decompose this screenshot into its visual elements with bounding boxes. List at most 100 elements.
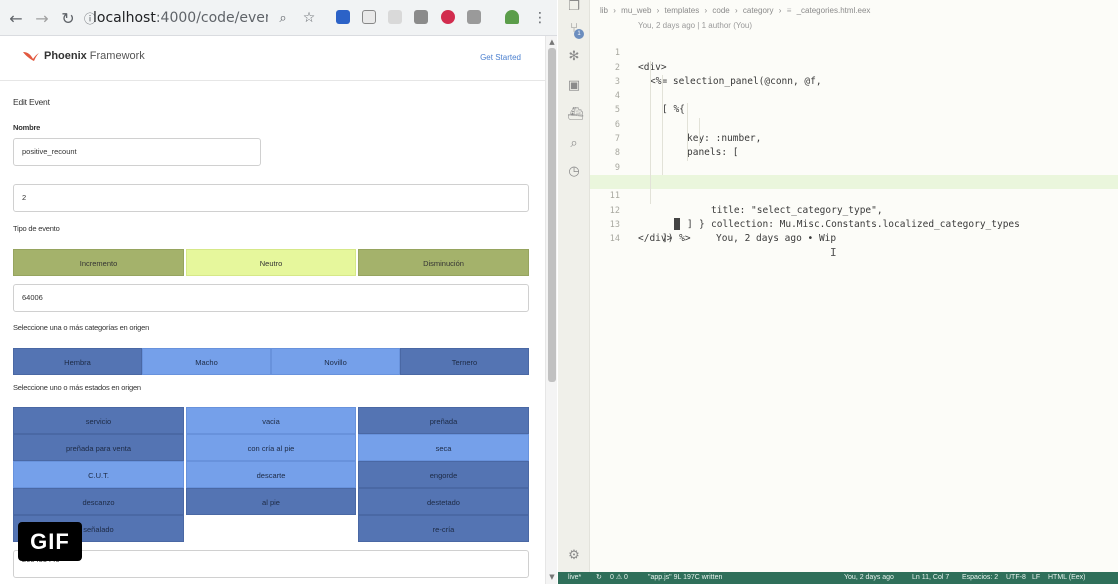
categoria-novillo-button[interactable]: Novillo [271,348,400,375]
estado-recria-button[interactable]: re-cría [358,515,529,542]
cursor-position[interactable]: Ln 11, Col 7 [912,574,950,581]
bookmark-star-icon[interactable]: ☆ [302,10,316,26]
info-icon[interactable]: ⓘ [83,11,96,26]
docker-icon[interactable]: ⛴ [567,107,584,122]
breadcrumb-category[interactable]: category [742,6,774,15]
tipo-neutro-button[interactable]: Neutro [186,249,356,276]
breadcrumb-lib[interactable]: lib [600,6,609,15]
language-mode[interactable]: HTML (Eex) [1048,574,1086,581]
extension-icon-6[interactable] [467,10,481,24]
code-line-current[interactable]: 11 You, 2 days ago • Wip I [590,174,1118,259]
categorias-label: Seleccione una o más categorías en orige… [13,323,150,332]
i-beam-mouse-cursor-icon: I [830,246,837,260]
zoom-icon[interactable]: ⌕ [279,10,287,26]
address-bar[interactable]: localhost:4000/code/even... [93,7,268,29]
extension-icon-4[interactable] [414,10,428,24]
bottom-value-input[interactable]: 268435446 [13,550,529,578]
blame-codelens[interactable]: You, 2 days ago | 1 author (You) [638,21,753,30]
code-input[interactable]: 64006 [13,284,529,312]
estado-al-pie-button[interactable]: al pie [186,488,356,515]
categoria-macho-button[interactable]: Macho [142,348,271,375]
nombre-input[interactable]: positive_recount [13,138,261,166]
indent-guide [699,117,700,133]
indent-guide [687,132,688,147]
back-icon[interactable]: ← [9,8,23,28]
sync-icon[interactable]: ↻ [596,574,602,581]
gif-badge: GIF [18,522,82,561]
estado-vacia-button[interactable]: vacia [186,407,356,434]
code-line[interactable]: 8 collection: Mu.Misc.Constants.localize… [590,132,1118,230]
reload-icon[interactable]: ↻ [61,8,75,28]
code-line[interactable]: 13 </div> [590,204,1118,244]
browser-window: ← → ↻ ⓘ localhost:4000/code/even... ⌕ ☆ … [0,0,557,584]
estado-cut-button[interactable]: C.U.T. [13,461,184,488]
code-editor-window: ❐ ⑂ 1 ✻ ▣ ⛴ ⌕ ◷ ⚙ lib › mu_web › templat… [558,0,1118,584]
code-line[interactable]: 10 ] [590,160,1118,230]
branch-status[interactable]: live* [568,574,582,581]
file-icon: ≡ [786,6,792,15]
extension-icon-1[interactable] [336,10,350,24]
estado-servicio-button[interactable]: servicio [13,407,184,434]
eol-status[interactable]: LF [1032,574,1041,581]
breadcrumb-code[interactable]: code [712,6,730,15]
estado-con-cria-button[interactable]: con cría al pie [186,434,356,461]
scrollbar-thumb[interactable] [548,48,556,382]
problems-status[interactable]: 0 ⚠ 0 [610,574,628,581]
key-input[interactable]: 2 [13,184,529,212]
tipo-incremento-button[interactable]: Incremento [13,249,184,276]
code-line[interactable]: 14 [590,218,1118,244]
estado-descanzo-button[interactable]: descanzo [13,488,184,515]
code-line[interactable]: 6 %{ [590,103,1118,187]
categoria-ternero-button[interactable]: Ternero [400,348,529,375]
indent-guide [687,146,688,161]
settings-gear-icon[interactable]: ⚙ [568,548,580,563]
code-line[interactable]: 5 panels: [ [590,89,1118,158]
inline-blame-ghost: You, 2 days ago • Wip [716,233,837,245]
menu-kebab-icon[interactable]: ⋮ [533,10,547,26]
line-number: 14 [609,234,620,245]
estado-seca-button[interactable]: seca [358,434,529,461]
breadcrumb-sep: › [656,6,660,15]
elixir-extension-icon[interactable] [505,10,519,24]
tipo-disminucion-button[interactable]: Disminución [358,249,529,276]
search-icon[interactable]: ⌕ [570,136,578,151]
estado-engorde-button[interactable]: engorde [358,461,529,488]
code-line[interactable]: 12 ]) %> [590,189,1118,244]
categoria-hembra-button[interactable]: Hembra [13,348,142,375]
encoding-status[interactable]: UTF-8 [1006,574,1026,581]
code-line[interactable]: 4 key: :number, [590,74,1118,144]
extension-icon-5[interactable] [441,10,455,24]
code-line[interactable]: 1 <div> [590,32,1118,72]
breadcrumb-file[interactable]: _categories.html.eex [796,6,871,15]
code-line[interactable]: 3 [ %{ [590,60,1118,115]
code-line[interactable]: 7 title: "select_category_type", [590,117,1118,216]
line-text: collection: Mu.Misc.Constants.localized_… [711,218,1020,230]
extensions-icon[interactable]: ▣ [567,78,581,93]
indentation-status[interactable]: Espacios: 2 [962,574,999,581]
status-blame[interactable]: You, 2 days ago [844,574,894,581]
estado-descarte-button[interactable]: descarte [186,461,356,488]
get-started-link[interactable]: Get Started [480,53,521,62]
breadcrumb-templates[interactable]: templates [664,6,700,15]
debug-icon[interactable]: ✻ [568,49,580,64]
breadcrumb-mu-web[interactable]: mu_web [621,6,652,15]
code-line[interactable]: 9 } [590,146,1118,230]
indent-guide [650,174,651,190]
indent-guide [662,146,663,161]
forward-icon[interactable]: → [35,8,49,28]
scroll-down-icon[interactable]: ▼ [549,573,555,581]
explorer-icon[interactable]: ❐ [568,0,580,14]
timeline-icon[interactable]: ◷ [568,164,580,179]
indent-guide [662,160,663,175]
pocket-icon[interactable] [362,10,376,24]
code-line[interactable]: 2 <%= selection_panel(@conn, @f, [590,46,1118,87]
page-scrollbar[interactable]: ▲ ▼ [545,36,557,584]
shield-extension-icon[interactable] [388,10,402,24]
estado-destetado-button[interactable]: destetado [358,488,529,515]
estado-prenada-button[interactable]: preñada [358,407,529,434]
source-control-icon[interactable]: ⑂ [570,21,578,36]
code-area[interactable]: 1 <div> 2 <%= selection_panel(@conn, @f,… [590,32,1118,259]
phoenix-logo[interactable]: Phoenix Framework [22,50,145,62]
estado-prenada-venta-button[interactable]: preñada para venta [13,434,184,461]
scroll-up-icon[interactable]: ▲ [549,38,555,46]
